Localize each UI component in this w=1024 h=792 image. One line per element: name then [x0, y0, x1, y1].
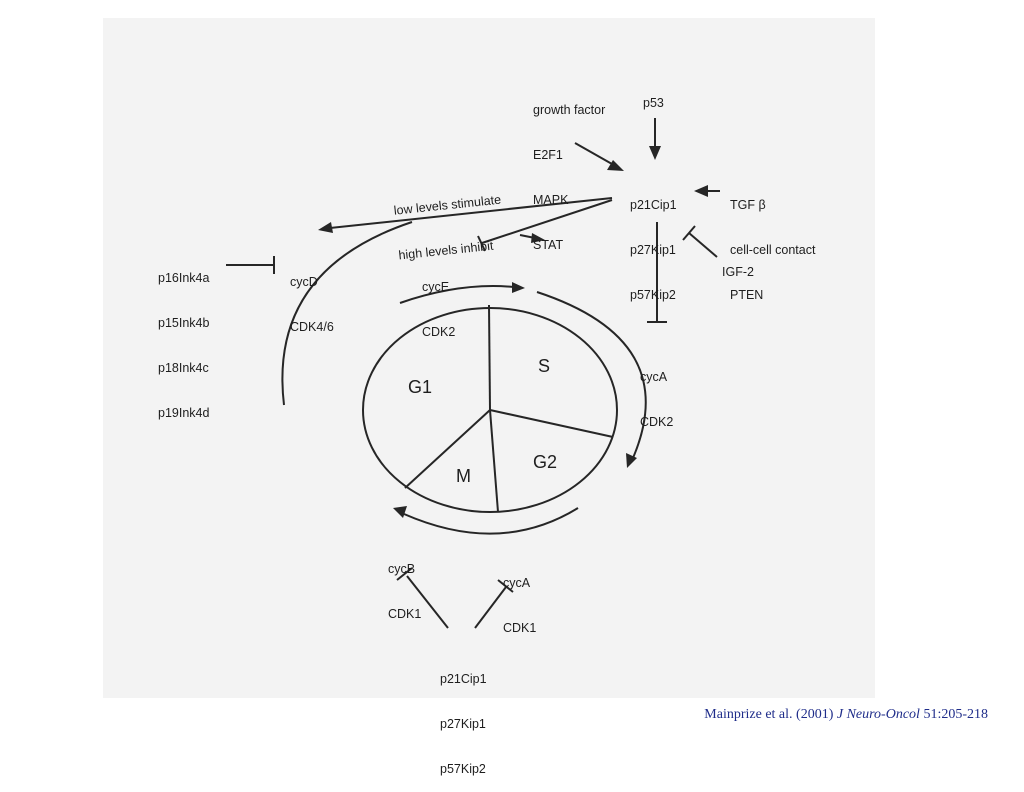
cycE-complex: cycE CDK2	[422, 250, 455, 355]
label-p15ink4b: p15Ink4b	[158, 316, 210, 330]
arrowhead-growth-factors	[607, 160, 624, 171]
citation: Mainprize et al. (2001) J Neuro-Oncol 51…	[704, 707, 988, 723]
citation-ref: 51:205-218	[919, 707, 988, 722]
phase-m: M	[456, 466, 471, 486]
label-pten: PTEN	[730, 288, 764, 302]
inhibit-cycE	[481, 199, 613, 244]
cycA-top-complex: cycA CDK2	[640, 340, 673, 445]
cell-cycle-diagram	[226, 118, 720, 629]
phase-g1: G1	[408, 377, 433, 397]
citation-journal: J Neuro-Oncol	[836, 707, 920, 722]
tgf-group-list: TGF β cell-cell contact PTEN	[730, 168, 815, 318]
label-low-levels: low levels stimulate	[393, 192, 502, 218]
phase-s: S	[538, 356, 551, 376]
label-p16ink4a: p16Ink4a	[158, 271, 210, 285]
inhibit-cycB	[406, 575, 449, 629]
divider-s-g2	[489, 409, 614, 438]
label-cdk1-cycA: CDK1	[503, 621, 537, 635]
label-cdk2-cycE: CDK2	[422, 325, 456, 339]
label-p18ink4c: p18Ink4c	[158, 361, 209, 375]
ink4-list: p16Ink4a p15Ink4b p18Ink4c p19Ink4d	[158, 241, 209, 436]
label-p27kip1-top: p27Kip1	[630, 243, 676, 257]
inhibit-igf2-bar	[682, 225, 696, 241]
arrowhead-cycE	[512, 282, 525, 293]
label-p53: p53	[643, 96, 664, 110]
arrowhead-to-cycD	[318, 222, 333, 233]
arc-bottom	[403, 507, 579, 535]
arc-cycA	[536, 291, 647, 459]
label-cdk2-cycA: CDK2	[640, 415, 674, 429]
growth-factor-list: growth factor E2F1 MAPK STAT	[533, 73, 605, 268]
label-cell-contact: cell-cell contact	[730, 243, 816, 257]
cki-top-list: p21Cip1 p27Kip1 p57Kip2	[630, 168, 677, 318]
cycB-complex: cycB CDK1	[388, 532, 421, 637]
inhibit-cycA-bottom-bar	[497, 579, 514, 593]
divider-m-g1	[404, 409, 491, 489]
phase-g2: G2	[533, 452, 558, 472]
label-tgf-beta: TGF β	[730, 198, 766, 212]
label-cdk46: CDK4/6	[290, 320, 334, 334]
label-p19ink4d: p19Ink4d	[158, 406, 210, 420]
arc-cycD	[281, 221, 413, 406]
label-p57kip2-top: p57Kip2	[630, 288, 676, 302]
label-cycE: cycE	[422, 280, 450, 294]
label-p57kip2-bottom: p57Kip2	[440, 762, 486, 776]
arrowhead-tgf	[694, 185, 708, 197]
label-e2f1: E2F1	[533, 148, 563, 162]
divider-g1-s	[488, 304, 491, 411]
arc-cycE	[399, 285, 515, 304]
cycD-complex: cycD CDK4/6	[290, 245, 334, 350]
arrowhead-p53	[649, 146, 661, 160]
arrow-growth-factors	[574, 142, 613, 165]
inhibit-cycA-bottom	[474, 586, 507, 629]
arrow-to-cycD	[329, 197, 613, 229]
citation-authors: Mainprize et al. (2001)	[704, 707, 837, 722]
label-igf2: IGF-2	[722, 265, 754, 279]
label-p21cip1-top: p21Cip1	[630, 198, 677, 212]
label-cdk1-cycB: CDK1	[388, 607, 422, 621]
inhibit-cycE-bar	[477, 235, 486, 252]
label-cycD: cycD	[290, 275, 318, 289]
label-growth-factor: growth factor	[533, 103, 606, 117]
note-arrowhead	[531, 233, 545, 243]
inhibit-cycB-bar	[396, 567, 413, 581]
cki-bottom-list: p21Cip1 p27Kip1 p57Kip2	[440, 642, 487, 792]
label-cycA-bottom: cycA	[503, 576, 531, 590]
label-cycB: cycB	[388, 562, 416, 576]
label-mapk: MAPK	[533, 193, 569, 207]
arrowhead-bottom	[393, 506, 407, 518]
divider-g2-m	[489, 409, 499, 513]
label-cycA-top: cycA	[640, 370, 668, 384]
arrowhead-cycA	[626, 453, 637, 468]
label-p27kip1-bottom: p27Kip1	[440, 717, 486, 731]
inhibit-igf2	[688, 232, 718, 258]
label-stat: STAT	[533, 238, 564, 252]
label-p21cip1-bottom: p21Cip1	[440, 672, 487, 686]
cycA-bottom-complex: cycA CDK1	[503, 546, 536, 651]
